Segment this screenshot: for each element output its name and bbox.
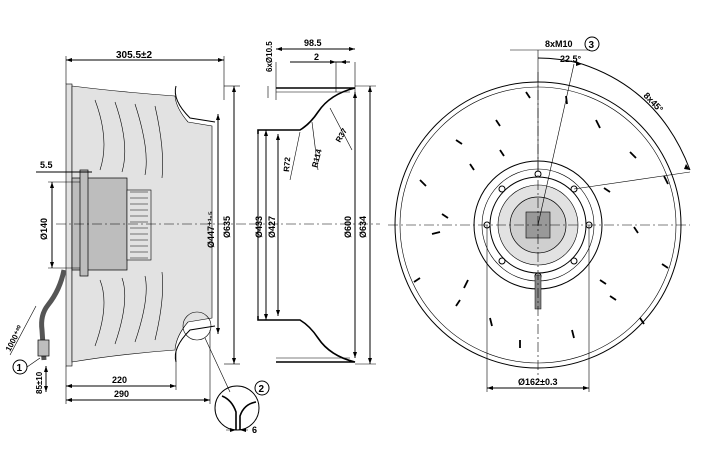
- dim-bolt-circle: Ø162±0.3: [518, 377, 557, 387]
- dim-hole-diameter: 6xØ10.5: [265, 41, 274, 72]
- dim-width: 98.5: [304, 38, 322, 48]
- dim-hub-diameter: Ø140: [39, 218, 49, 240]
- ring-profile-bottom: [257, 316, 356, 363]
- blade-marks: [413, 91, 669, 348]
- power-cable: [39, 269, 67, 361]
- inlet-ring-top: [174, 85, 216, 123]
- dim-outer-634: Ø634: [358, 216, 368, 238]
- dim-r37: R37: [334, 126, 349, 144]
- dim-cable-end: 85±10: [35, 371, 44, 394]
- dim-depth-220: 220: [112, 375, 127, 385]
- dim-cable-length: 1000⁺²⁰: [4, 323, 25, 353]
- dim-detail: 6: [252, 425, 257, 435]
- dim-housing-diameter: Ø635: [222, 216, 232, 238]
- blade-lines-top: [94, 99, 163, 179]
- dim-inner-433: Ø433: [254, 216, 264, 238]
- blade-lines-bottom: [94, 271, 163, 347]
- dim-inner-427: Ø427: [267, 216, 277, 238]
- stator-windings: [130, 191, 148, 259]
- detail-leader: [204, 337, 231, 393]
- inlet-ring-bottom: [174, 325, 216, 363]
- side-view: 305.5±2 5.5 Ø140 Ø447⁺¹·⁵ Ø635 220: [4, 50, 270, 435]
- pitch-arc: [581, 63, 691, 171]
- section-view: 6xØ10.5 98.5 2 R72 R114 R37 Ø433 Ø427: [250, 38, 380, 365]
- dim-outer-600: Ø600: [343, 216, 353, 238]
- callout-2-label: 2: [259, 384, 265, 395]
- detail-view: [214, 385, 260, 431]
- dim-thread: 8xM10: [545, 39, 573, 49]
- dim-pitch: 8x45°: [642, 90, 666, 114]
- ring-profile-top: [257, 87, 356, 134]
- dim-r114: R114: [310, 148, 324, 169]
- motor-flange: [79, 169, 89, 277]
- callout-1-label: 1: [17, 363, 23, 374]
- dim-angle: 22.5°: [560, 54, 582, 64]
- callout-3-label: 3: [589, 40, 595, 51]
- detail-profile: [221, 395, 257, 430]
- dim-thickness: 2: [314, 52, 319, 62]
- cable-connector: [37, 339, 50, 357]
- motor-stator: [126, 189, 152, 261]
- dim-impeller-diameter: Ø447⁺¹·⁵: [206, 211, 216, 248]
- callout-3: [584, 36, 600, 52]
- dim-flange-offset: 5.5: [40, 160, 53, 170]
- dim-overall-depth: 305.5±2: [116, 50, 153, 61]
- front-view: 8xM10 3 22.5° 8x45° Ø162±0.3: [388, 36, 691, 392]
- detail-circle: [182, 311, 212, 341]
- dim-depth-290: 290: [114, 389, 129, 399]
- dim-r72: R72: [282, 156, 292, 172]
- callout-2: [254, 380, 270, 396]
- mounting-flange: [65, 83, 73, 367]
